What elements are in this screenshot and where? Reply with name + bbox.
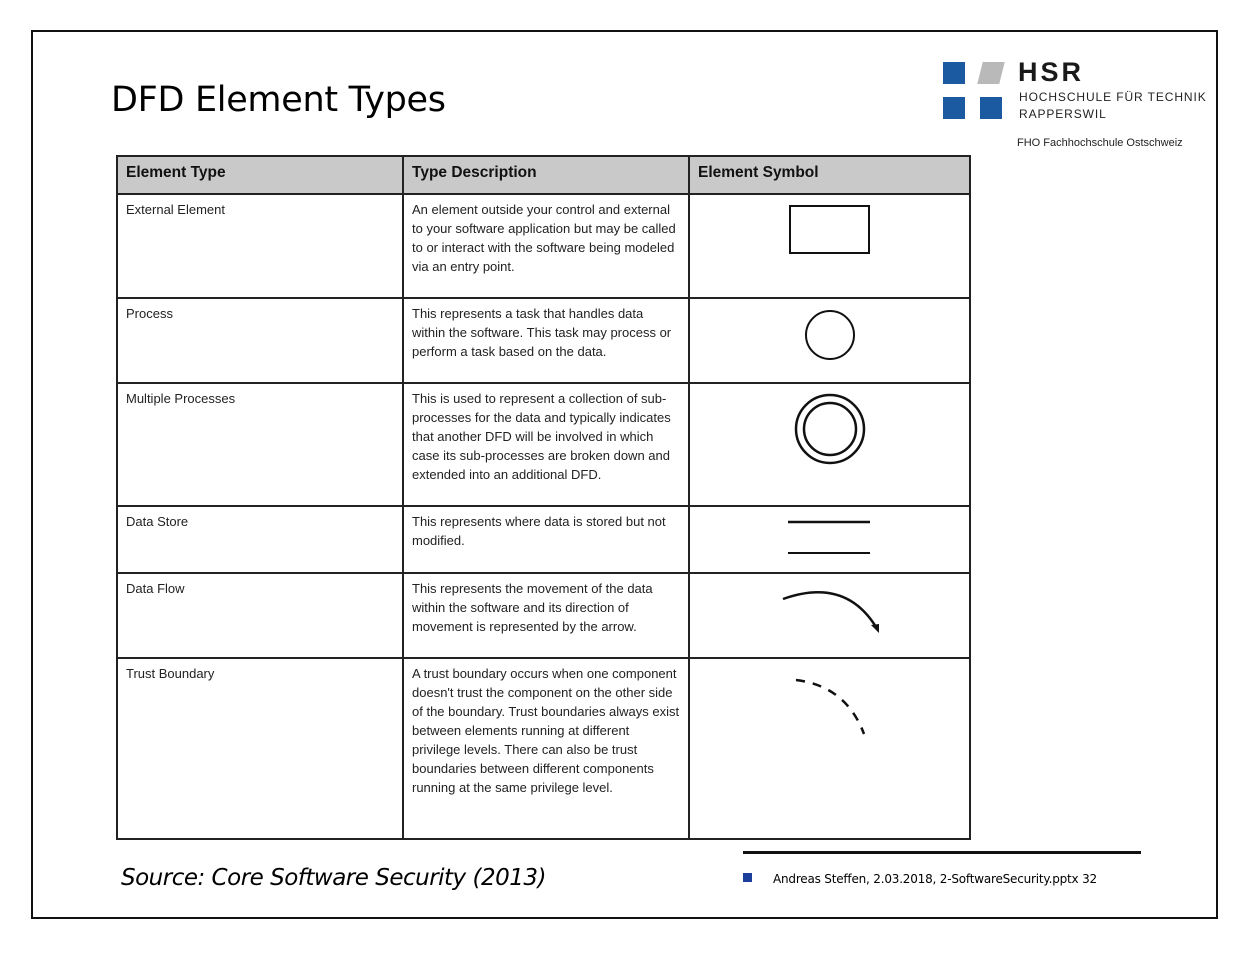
table-row: Multiple Processes This is used to repre… (116, 382, 971, 507)
element-type-cell: Process (116, 297, 404, 384)
footer-text: Andreas Steffen, 2.03.2018, 2-SoftwareSe… (773, 872, 1097, 886)
element-symbol-cell (688, 657, 971, 840)
table-row: External Element An element outside your… (116, 193, 971, 299)
element-type-cell: Data Store (116, 505, 404, 574)
logo-square-blue-3 (980, 97, 1002, 119)
type-description-cell: A trust boundary occurs when one compone… (402, 657, 690, 840)
element-type-cell: Multiple Processes (116, 382, 404, 507)
type-description-cell: This represents where data is stored but… (402, 505, 690, 574)
slide-title: DFD Element Types (111, 80, 446, 120)
element-symbol-cell (688, 193, 971, 299)
curved-arrow-icon (782, 591, 879, 633)
table-row: Process This represents a task that hand… (116, 297, 971, 384)
type-description-cell: This represents a task that handles data… (402, 297, 690, 384)
type-description-cell: An element outside your control and exte… (402, 193, 690, 299)
hsr-logo: HSR HOCHSCHULE FÜR TECHNIK RAPPERSWIL FH… (941, 57, 1211, 153)
header-element-type: Element Type (116, 155, 404, 195)
slide-frame (31, 30, 1218, 919)
logo-square-gray (977, 62, 1005, 84)
logo-line-1: HOCHSCHULE FÜR TECHNIK (1019, 90, 1207, 104)
type-description-cell: This represents the movement of the data… (402, 572, 690, 659)
element-type-cell: External Element (116, 193, 404, 299)
rectangle-icon (788, 205, 870, 254)
element-symbol-cell (688, 505, 971, 574)
logo-name: HSR (1018, 57, 1085, 87)
logo-square-blue-2 (943, 97, 965, 119)
element-symbol-cell (688, 297, 971, 384)
dashed-arc-icon (795, 678, 865, 735)
source-citation: Source: Core Software Security (2013) (121, 865, 546, 891)
type-description-cell: This is used to represent a collection o… (402, 382, 690, 507)
circle-icon (804, 310, 855, 360)
element-symbol-cell (688, 572, 971, 659)
dfd-element-table: Element Type Type Description Element Sy… (116, 155, 971, 840)
logo-square-blue-1 (943, 62, 965, 84)
header-type-description: Type Description (402, 155, 690, 195)
footer-rule (743, 851, 1141, 854)
element-type-cell: Trust Boundary (116, 657, 404, 840)
table-row: Data Store This represents where data is… (116, 505, 971, 574)
table-header-row: Element Type Type Description Element Sy… (116, 155, 971, 195)
table-row: Trust Boundary A trust boundary occurs w… (116, 657, 971, 840)
header-element-symbol: Element Symbol (688, 155, 971, 195)
logo-line-3: FHO Fachhochschule Ostschweiz (1017, 137, 1183, 149)
double-circle-icon (794, 393, 865, 465)
element-type-cell: Data Flow (116, 572, 404, 659)
footer-bullet-icon (743, 873, 752, 882)
element-symbol-cell (688, 382, 971, 507)
logo-line-2: RAPPERSWIL (1019, 107, 1107, 121)
parallel-lines-icon (787, 520, 870, 554)
table-row: Data Flow This represents the movement o… (116, 572, 971, 659)
